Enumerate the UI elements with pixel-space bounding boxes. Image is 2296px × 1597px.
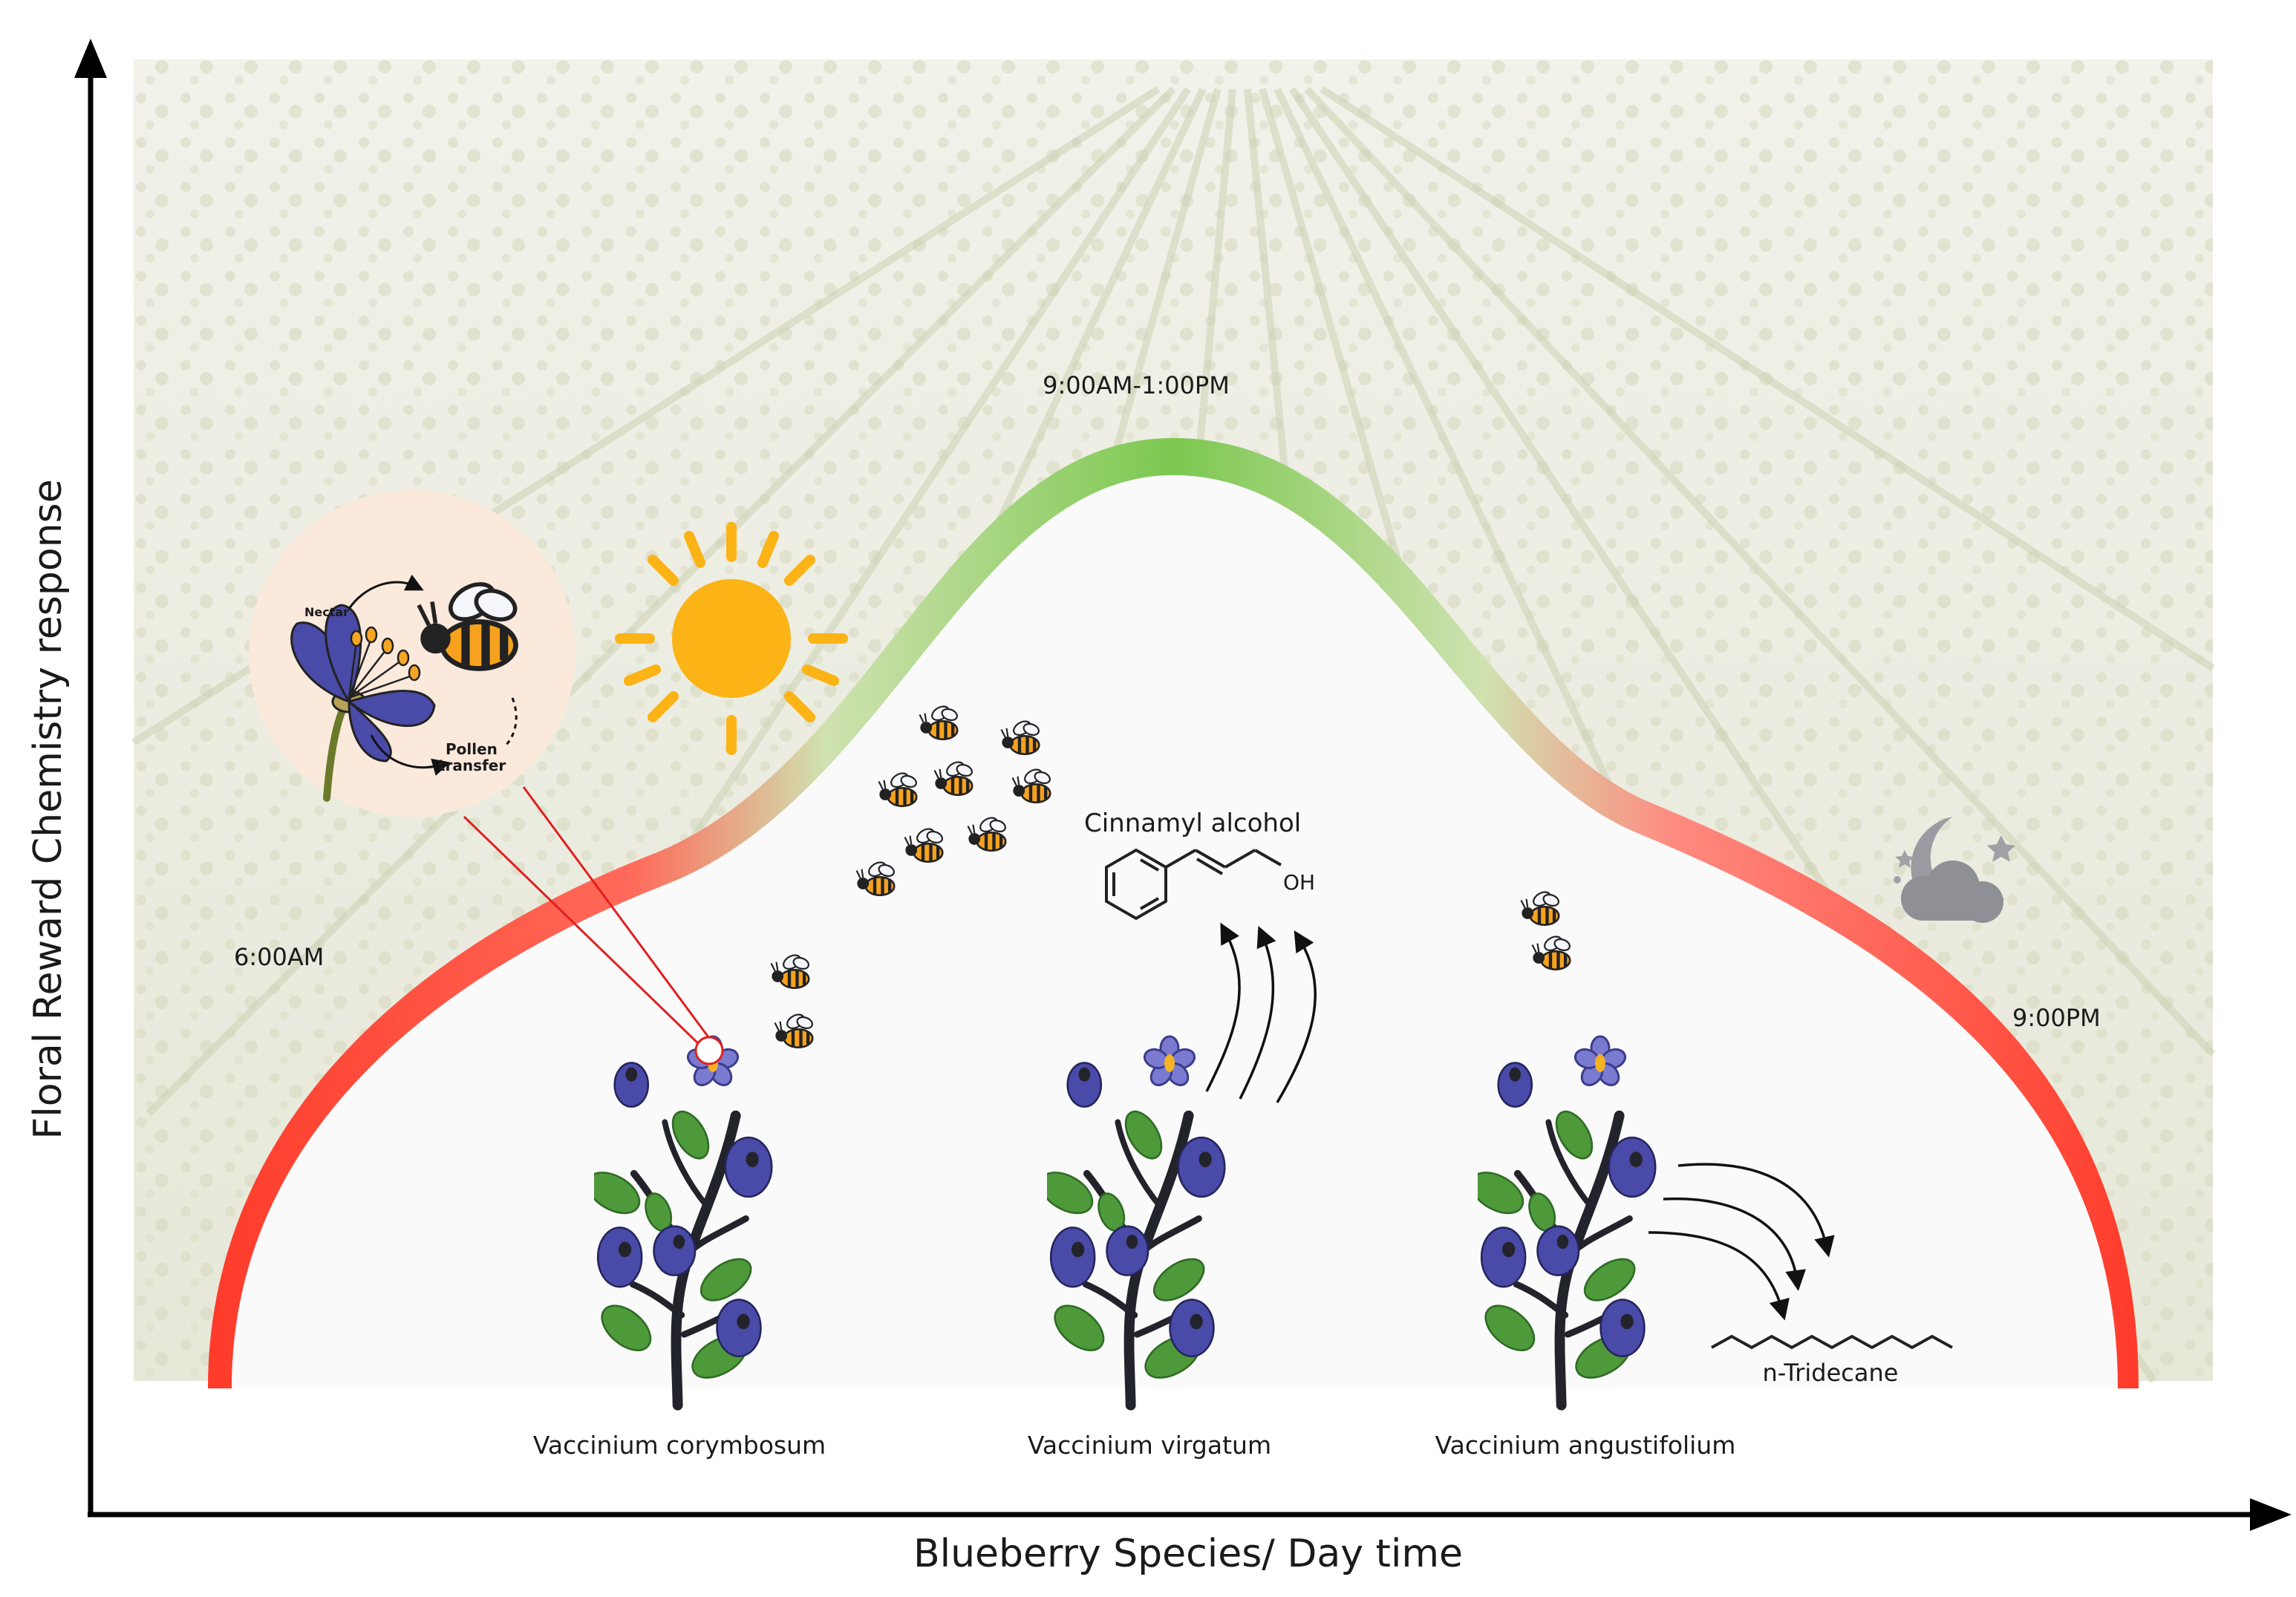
volatile-release-arrows: [1205, 922, 1317, 1103]
response-curve: [208, 438, 2139, 1388]
y-axis: [74, 39, 107, 1515]
zoom-target: [694, 1036, 724, 1065]
n-tridecane-structure: [1711, 1334, 1953, 1350]
cinnamyl-alcohol-structure: [1105, 848, 1282, 921]
n-tridecane-label: n-Tridecane: [1763, 1359, 1899, 1387]
time-morning: 6:00AM: [234, 943, 324, 971]
nectar-label: Nectar: [304, 605, 349, 619]
moon-cloud-icon: [1894, 817, 2015, 923]
sun-icon: [615, 522, 848, 755]
x-axis: [88, 1498, 2292, 1531]
time-peak: 9:00AM-1:00PM: [1043, 371, 1230, 399]
time-evening: 9:00PM: [2012, 1004, 2101, 1032]
volatile-sink-arrows: [1648, 1163, 1835, 1321]
pollination-inset: Nectar Pollen transfer: [249, 490, 575, 817]
pollen-label-line1: Pollen: [446, 740, 498, 758]
species-label: Vaccinium angustifolium: [1435, 1431, 1736, 1460]
hydroxyl-label: OH: [1283, 870, 1315, 895]
pollen-transfer-label: Pollen transfer: [438, 740, 506, 774]
species-label: Vaccinium virgatum: [1028, 1431, 1271, 1460]
species-label: Vaccinium corymbosum: [533, 1431, 826, 1460]
x-axis-label: Blueberry Species/ Day time: [913, 1532, 1463, 1576]
cinnamyl-alcohol-label: Cinnamyl alcohol: [1084, 809, 1301, 838]
y-axis-label: Floral Reward Chemistry response: [26, 479, 71, 1139]
pollen-label-line2: transfer: [438, 757, 506, 774]
inset-callout-lines: [463, 786, 714, 1048]
